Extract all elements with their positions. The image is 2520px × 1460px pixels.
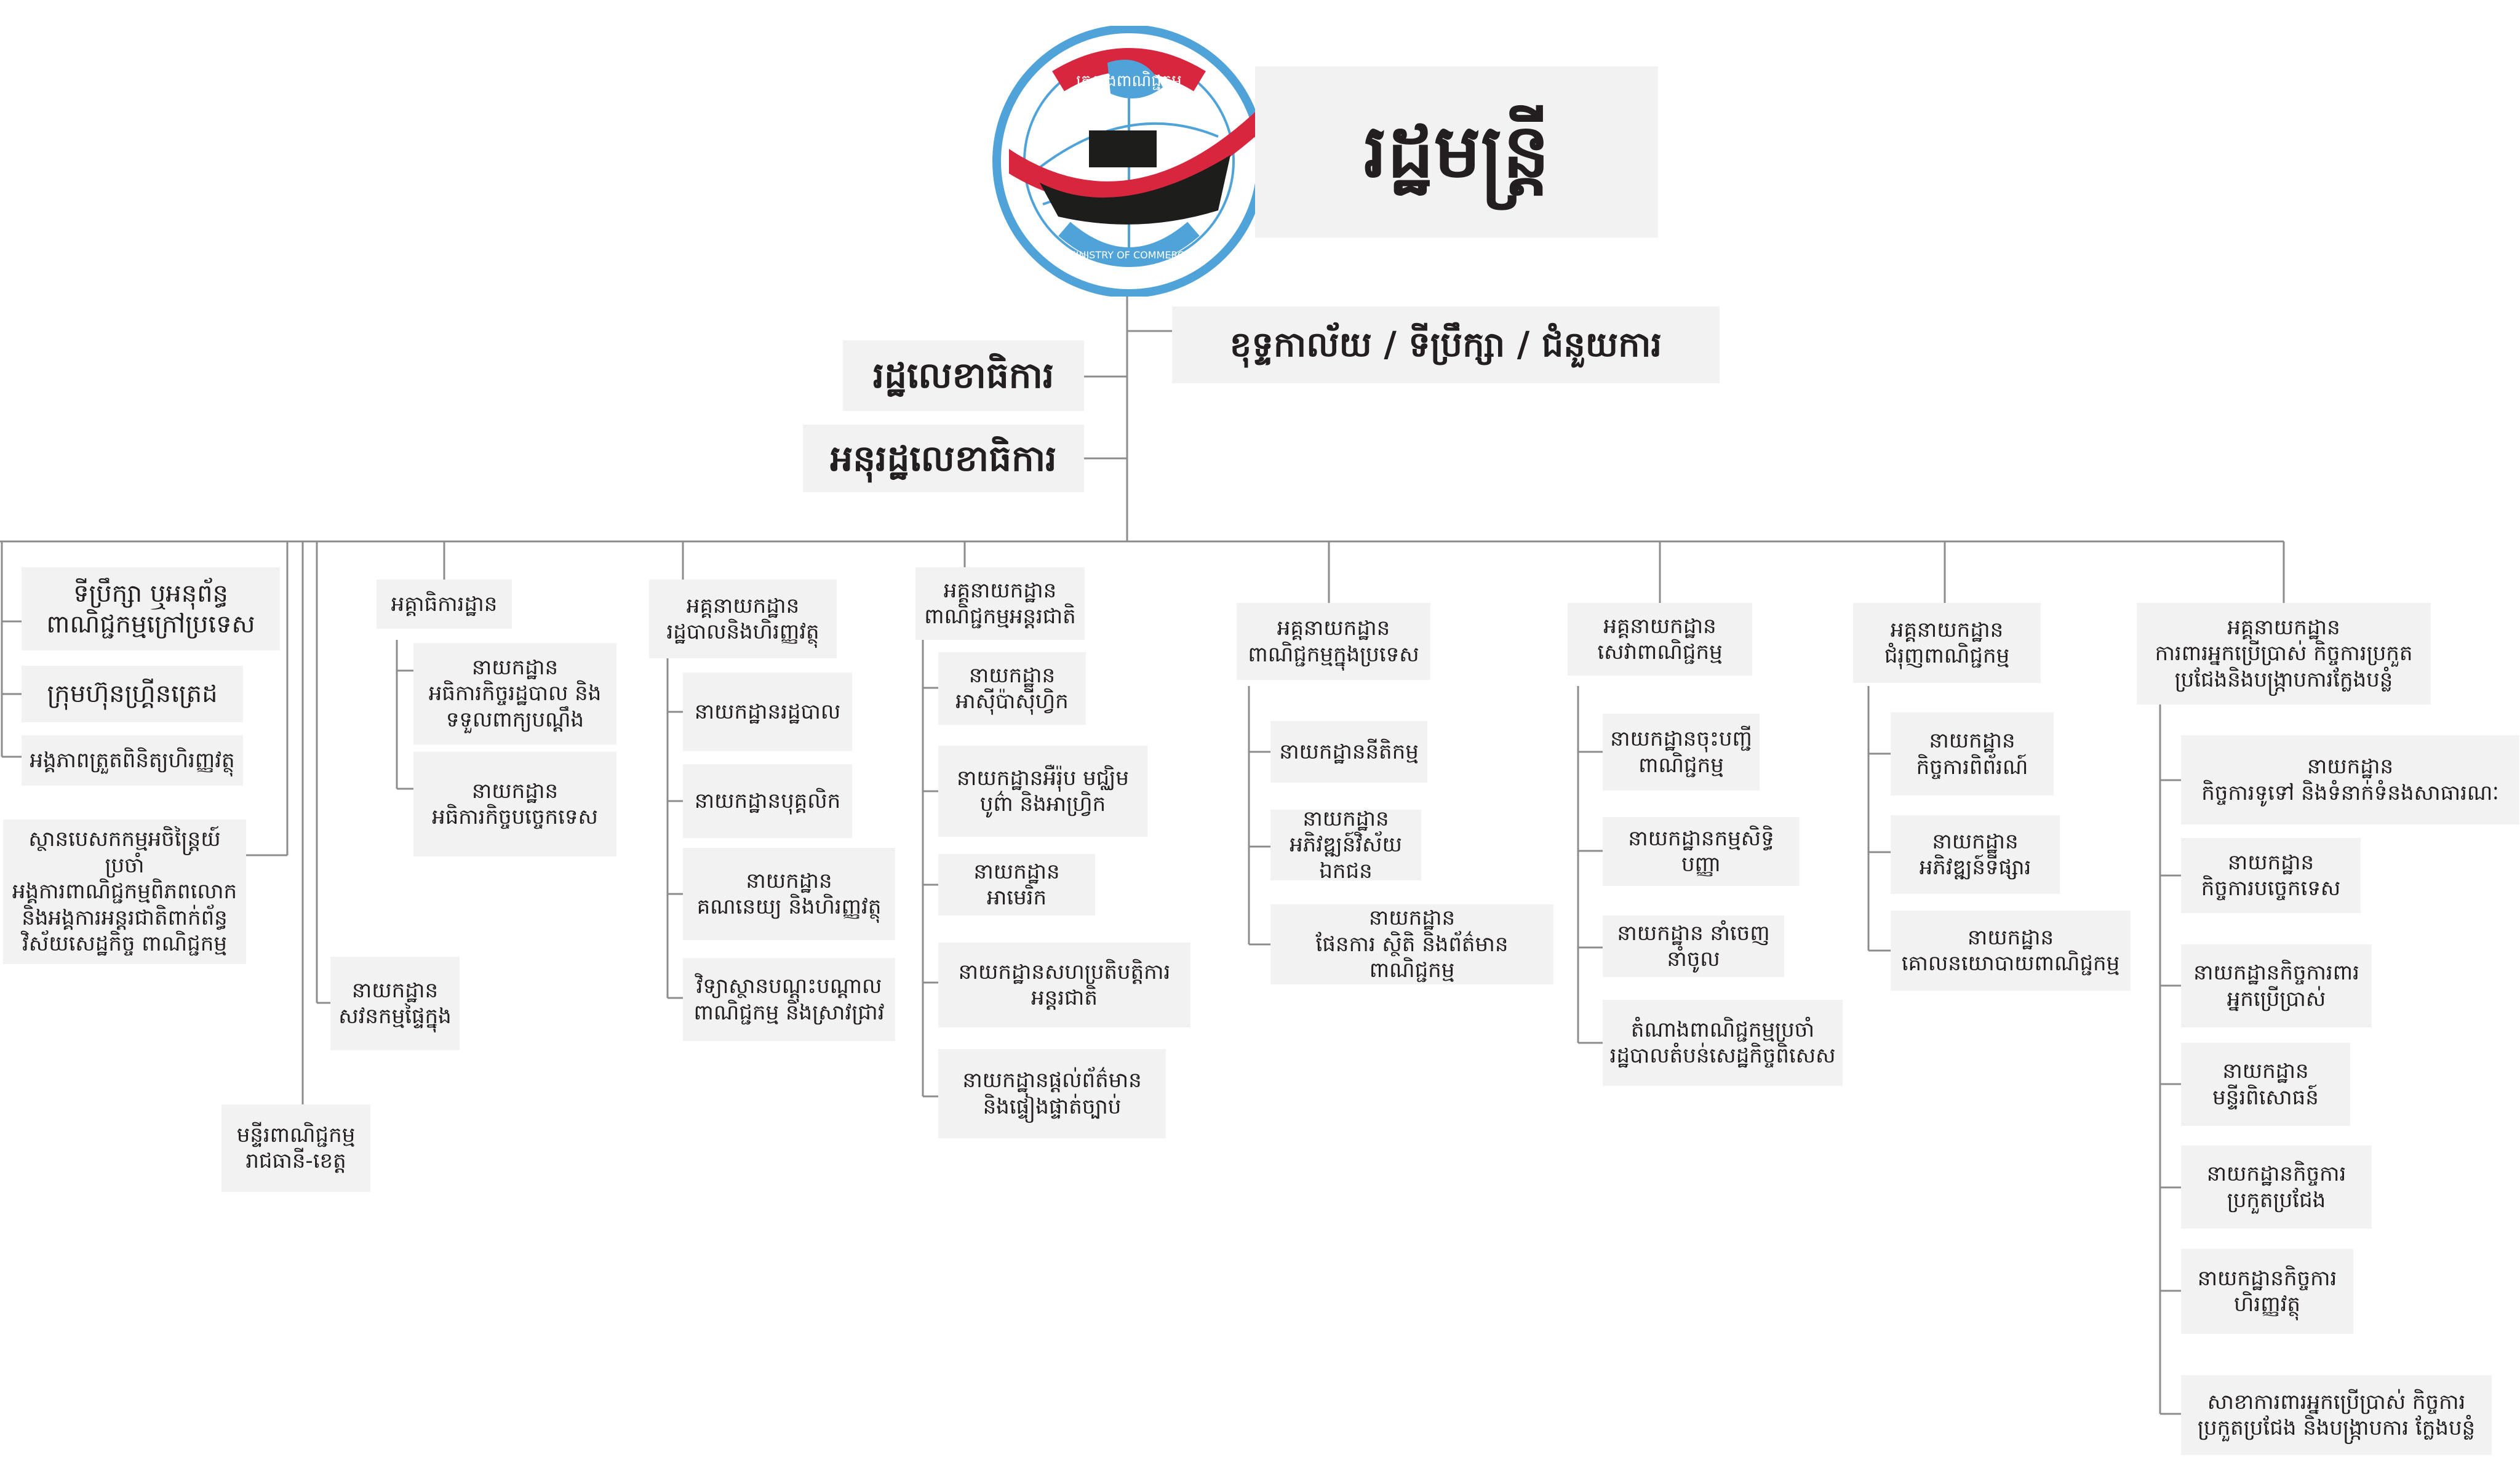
dept-domestic-unit-1: នាយកដ្ឋាននីតិកម្ម [1270,721,1427,783]
dept-international-unit-5: នាយកដ្ឋានផ្តល់ព័ត៌មាន និងផ្ទៀងផ្ទាត់ច្បា… [938,1049,1166,1138]
dept-consumer-unit-7: សាខាការពារអ្នកប្រើប្រាស់ កិច្ចការ ប្រកួត… [2181,1375,2492,1455]
dept-inspectorate-unit-2: នាយកដ្ឋាន អធិការកិច្ចបច្ចេកទេស [413,752,616,856]
minister-box: រដ្ឋមន្ត្រី [1255,66,1658,237]
dept-services-unit-2: នាយកដ្ឋានកម្មសិទ្ធិបញ្ញា [1603,817,1800,886]
dept-promotion-unit-2: នាយកដ្ឋាន អភិវឌ្ឍន៍ទីផ្សារ [1891,815,2060,894]
dept-inspectorate-title: អគ្គាធិការដ្ឋាន [377,580,512,629]
dept-consumer-title: អគ្គនាយកដ្ឋាន ការពារអ្នកប្រើប្រាស់ កិច្ច… [2137,603,2431,704]
secretary-of-state-box: រដ្ឋលេខាធិការ [843,340,1084,411]
green-trade-box: ក្រុមហ៊ុនហ្គ្រីនត្រេដ [22,666,243,722]
dept-services-unit-4: តំណាងពាណិជ្ជកម្មប្រចាំ រដ្ឋបាលតំបន់សេដ្ឋ… [1603,1000,1843,1086]
dept-consumer-unit-3: នាយកដ្ឋានកិច្ចការពារ អ្នកប្រើប្រាស់ [2181,944,2372,1027]
dept-admin-unit-3: នាយកដ្ឋាន គណនេយ្យ និងហិរញ្ញវត្ថុ [683,848,895,940]
dept-promotion-unit-1: នាយកដ្ឋាន កិច្ចការពិព័រណ៍ [1891,712,2054,796]
logo-ribbon-text: MINISTRY OF COMMERCE [1067,249,1190,261]
undersecretary-of-state-box: អនុរដ្ឋលេខាធិការ [803,425,1084,492]
dept-inspectorate-unit-1: នាយកដ្ឋាន អធិការកិច្ចរដ្ឋបាល និង ទទួលពាក… [413,643,616,744]
dept-international-unit-3: នាយកដ្ឋានអាមេរិក [938,854,1095,915]
provincial-dept-box: មន្ទីរពាណិជ្ជកម្ម រាជធានី-ខេត្ត [221,1104,370,1192]
dept-consumer-unit-5: នាយកដ្ឋានកិច្ចការ ប្រកួតប្រជែង [2181,1146,2372,1229]
dept-domestic-unit-3: នាយកដ្ឋាន ផែនការ ស្ថិតិ និងព័ត៌មានពាណិជ្… [1270,904,1553,984]
dept-consumer-unit-4: នាយកដ្ឋាន មន្ទីរពិសោធន៍ [2181,1043,2350,1126]
cabinet-box: ខុទ្ទកាល័យ / ទីប្រឹក្សា / ជំនួយការ [1172,306,1720,383]
dept-services-title: អគ្គនាយកដ្ឋាន សេវាពាណិជ្ជកម្ម [1568,603,1752,676]
dept-promotion-unit-3: នាយកដ្ឋាន គោលនយោបាយពាណិជ្ជកម្ម [1891,911,2131,991]
dept-consumer-unit-1: នាយកដ្ឋាន កិច្ចការទូទៅ និងទំនាក់ទំនងសាធា… [2181,735,2519,824]
dept-services-unit-1: នាយកដ្ឋានចុះបញ្ជី ពាណិជ្ជកម្ម [1603,714,1760,791]
permanent-mission-box: ស្ថានបេសកកម្មអចិន្ត្រៃយ៍ ប្រចាំ អង្គការព… [3,820,246,964]
dept-admin-title: អគ្គនាយកដ្ឋាន រដ្ឋបាលនិងហិរញ្ញវត្ថុ [649,580,837,658]
dept-promotion-title: អគ្គនាយកដ្ឋាន ជំរុញពាណិជ្ជកម្ម [1853,603,2041,683]
dept-international-unit-2: នាយកដ្ឋានអឺរ៉ុប មជ្ឈិម បូព៌ា និងអាហ្វ្រិ… [938,746,1147,837]
dept-consumer-unit-6: នាយកដ្ឋានកិច្ចការ ហិរញ្ញវត្ថុ [2181,1249,2353,1334]
dept-services-unit-3: នាយកដ្ឋាន នាំចេញ នាំចូល [1603,915,1784,977]
dept-international-unit-1: នាយកដ្ឋាន អាស៊ីប៉ាស៊ីហ្វិក [938,652,1086,725]
logo-arc-text: ក្រសួងពាណិជ្ជកម្ម [1076,71,1182,92]
overseas-counselor-box: ទីប្រឹក្សា ឬអនុព័ន្ធ ពាណិជ្ជកម្មក្រៅប្រទ… [22,567,280,650]
dept-admin-unit-4: វិទ្យាស្ថានបណ្តុះបណ្តាល ពាណិជ្ជកម្ម និងស… [683,958,895,1041]
dept-admin-unit-2: នាយកដ្ឋានបុគ្គលិក [683,764,852,838]
dept-international-title: អគ្គនាយកដ្ឋាន ពាណិជ្ជកម្មអន្តរជាតិ [915,567,1085,640]
internal-audit-box: នាយកដ្ឋាន សវនកម្មផ្ទៃក្នុង [330,957,460,1050]
dept-domestic-unit-2: នាយកដ្ឋាន អភិវឌ្ឍន៍វិស័យឯកជន [1270,807,1421,884]
dept-domestic-title: អគ្គនាយកដ្ឋាន ពាណិជ្ជកម្មក្នុងប្រទេស [1237,603,1430,680]
ministry-of-commerce-logo: MINISTRY OF COMMERCE ក្រសួងពាណិជ្ជកម្ម [992,26,1266,297]
financial-inspection-box: អង្គភាពត្រួតពិនិត្យហិរញ្ញវត្ថុ [22,735,243,786]
dept-admin-unit-1: នាយកដ្ឋានរដ្ឋបាល [683,672,852,751]
dept-international-unit-4: នាយកដ្ឋានសហប្រតិបត្តិការ អន្តរជាតិ [938,943,1190,1027]
dept-consumer-unit-2: នាយកដ្ឋាន កិច្ចការបច្ចេកទេស [2181,838,2361,913]
